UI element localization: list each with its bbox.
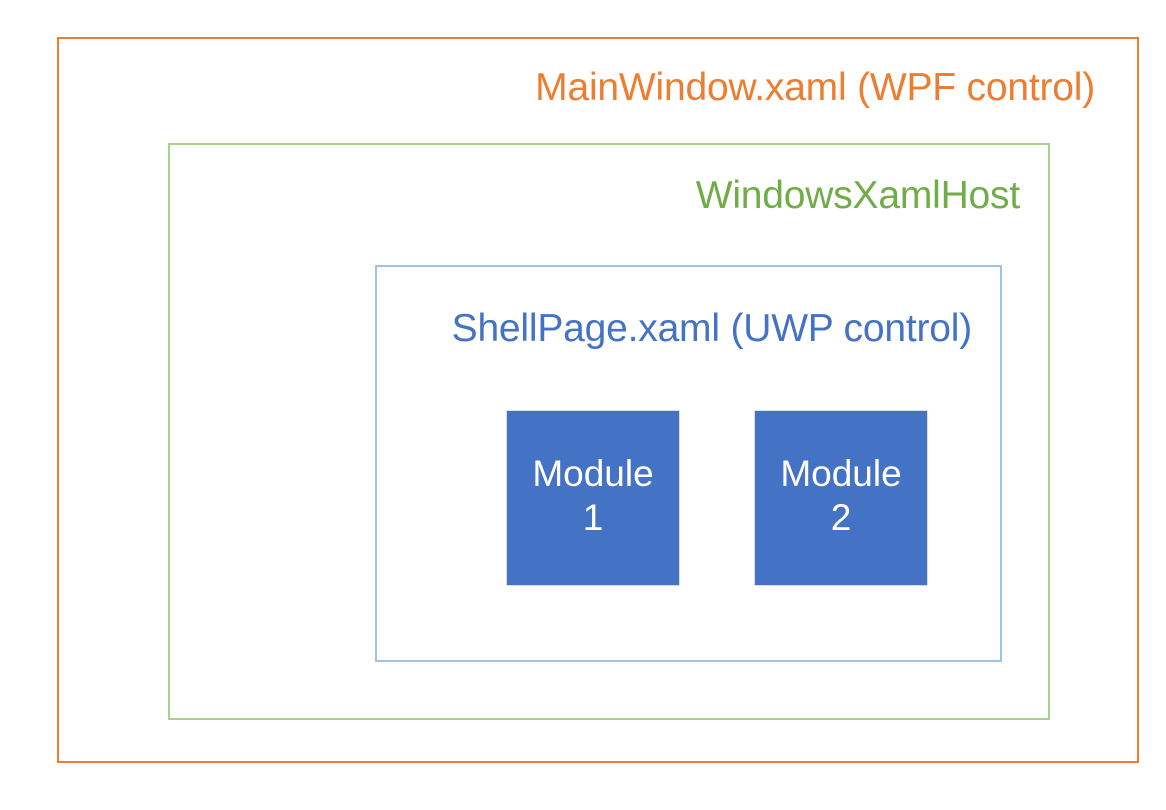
module-1-block: Module 1 xyxy=(506,410,680,586)
module-2-label: Module 2 xyxy=(780,453,902,538)
module-2-block: Module 2 xyxy=(754,410,928,586)
shellpage-label: ShellPage.xaml (UWP control) xyxy=(451,307,973,350)
module-1-label: Module 1 xyxy=(532,453,654,538)
mainwindow-container: MainWindow.xaml (WPF control) WindowsXam… xyxy=(57,37,1139,763)
shellpage-container: ShellPage.xaml (UWP control) Module 1 Mo… xyxy=(375,265,1002,662)
windowsxamlhost-label: WindowsXamlHost xyxy=(695,174,1020,217)
windowsxamlhost-container: WindowsXamlHost ShellPage.xaml (UWP cont… xyxy=(168,143,1050,720)
mainwindow-label: MainWindow.xaml (WPF control) xyxy=(535,66,1095,109)
